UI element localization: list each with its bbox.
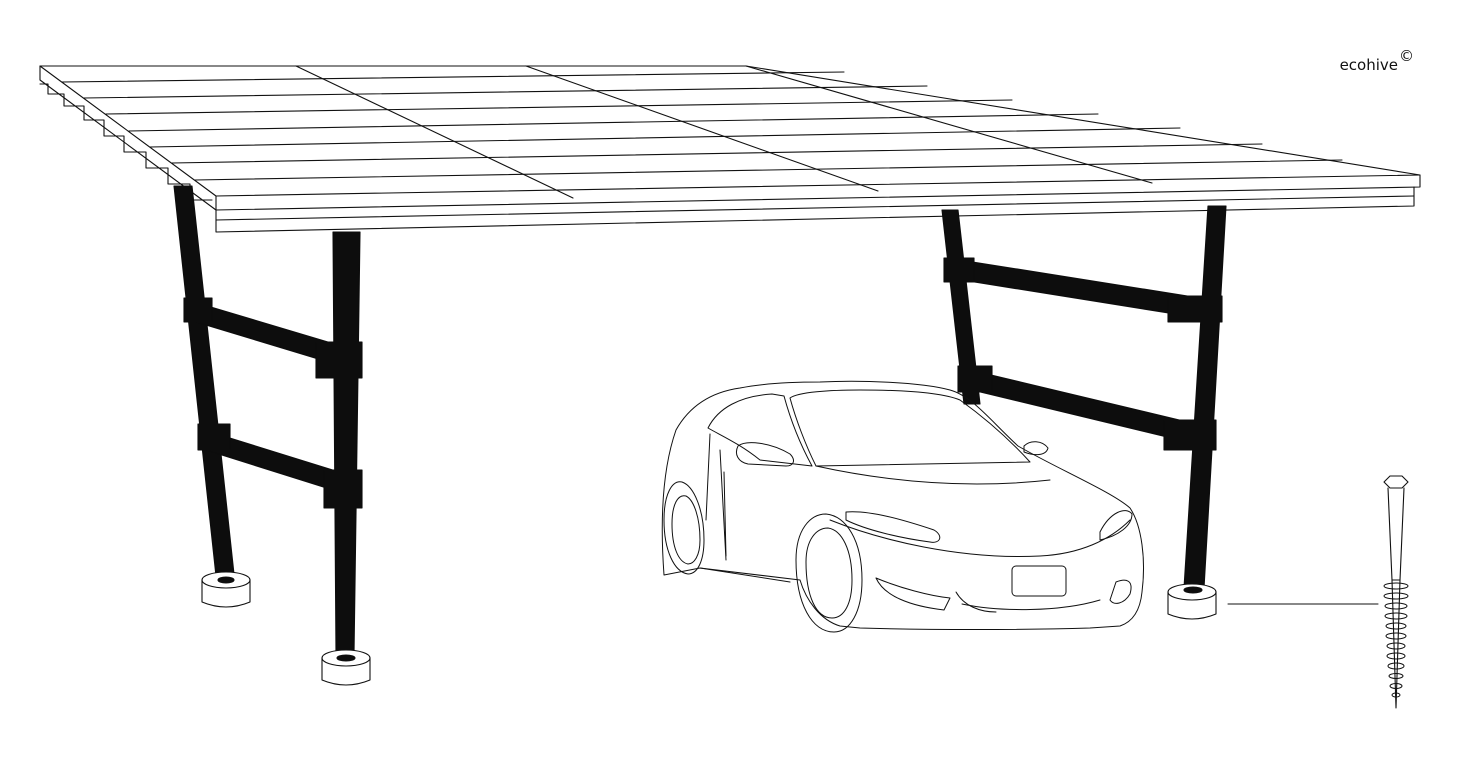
right-clamp xyxy=(957,365,993,393)
roof-purlin-edge xyxy=(39,83,213,201)
copyright-mark: © xyxy=(1399,47,1414,65)
brand-logo: ecohive© xyxy=(1339,47,1414,74)
left-clamp xyxy=(197,423,231,451)
right-clamp xyxy=(1163,419,1217,451)
solar-roof xyxy=(39,65,1421,233)
panel-row-lines xyxy=(61,71,1343,181)
left-clamp xyxy=(323,469,363,509)
car xyxy=(661,380,1144,633)
car-side-window xyxy=(707,393,813,467)
left-front-post xyxy=(332,231,361,655)
roof-lower-beam xyxy=(215,186,1415,233)
car-mirror xyxy=(735,442,794,467)
footing-left-rear xyxy=(201,571,251,608)
left-clamp xyxy=(183,297,213,323)
left-frame xyxy=(173,185,363,655)
car-windshield xyxy=(789,389,1031,467)
car-front-wheel xyxy=(795,513,863,633)
footings xyxy=(201,571,1217,686)
car-headlight-right xyxy=(1099,510,1133,541)
car-body xyxy=(661,380,1144,630)
left-rear-post xyxy=(173,185,235,577)
footing-left-front xyxy=(321,649,371,686)
brand-name: ecohive xyxy=(1339,56,1398,74)
panel-column-lines xyxy=(295,65,1153,199)
car-headlight-left xyxy=(845,511,941,543)
left-clamp xyxy=(315,341,363,379)
right-upper-brace xyxy=(959,259,1201,319)
footing-right-front xyxy=(1167,583,1217,620)
ground-screw-icon xyxy=(1383,475,1409,709)
right-front-post xyxy=(1183,205,1227,589)
right-frame xyxy=(941,205,1227,589)
roof-panel-surface xyxy=(39,65,1421,197)
right-clamp xyxy=(943,257,975,283)
car-license-plate xyxy=(1011,565,1067,597)
right-clamp xyxy=(1167,295,1223,323)
car-rear-wheel xyxy=(663,481,705,575)
